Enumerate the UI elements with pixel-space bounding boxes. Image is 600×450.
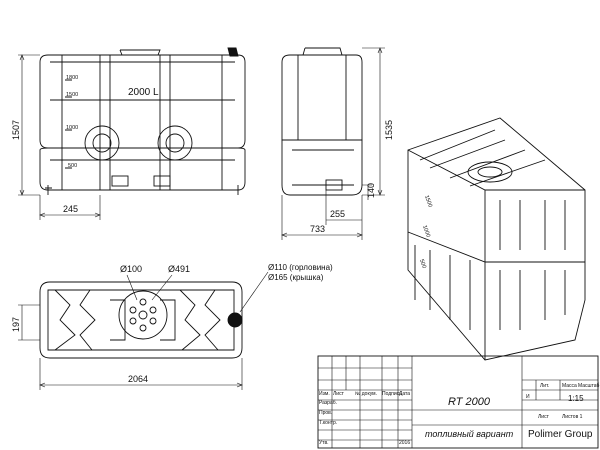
side-height-dim: 1535 (384, 120, 394, 140)
tb-scale: 1:15 (568, 394, 584, 403)
tb-label-list: Лист (333, 391, 345, 397)
front-height-dim: 1507 (11, 120, 21, 140)
iso-level-marks: 1500 1000 500 (418, 195, 433, 270)
side-outlet-height-dim: 140 (366, 183, 376, 198)
tb-label-docnum: № докум. (355, 391, 377, 397)
side-offset-dim: 255 (330, 209, 345, 219)
front-dimensions (18, 54, 101, 220)
tb-label-signature: Подпись (382, 391, 402, 397)
tb-sheets-label: Листов 1 (562, 414, 583, 420)
tb-header-mass: Масса (562, 383, 577, 389)
tb-header-lit: Лит. (540, 383, 549, 389)
top-lid-note: Ø165 (крышка) (268, 273, 324, 282)
top-neck-large-dim: Ø491 (168, 264, 190, 274)
tb-staff-developer: Разраб. (319, 400, 337, 406)
tb-company: Polimer Group (528, 429, 593, 440)
front-offset-dim: 245 (63, 204, 78, 214)
tb-staff-approved: Утв. (319, 440, 329, 446)
isometric-view (407, 117, 586, 361)
iso-level-1000: 1000 (421, 225, 431, 239)
tb-staff-tcontrol: Т.контр. (319, 420, 337, 426)
front-level-500: 500 (68, 163, 77, 169)
tb-variant: топливный вариант (425, 429, 514, 439)
title-block-text: Изм. Лист № докум. Подпись Дата Разраб. … (319, 383, 600, 446)
tb-model: RT 2000 (448, 396, 491, 408)
side-dimensions (281, 47, 385, 240)
iso-level-1500: 1500 (423, 195, 433, 209)
capacity-label: 2000 L (128, 87, 159, 98)
iso-level-500: 500 (418, 259, 427, 270)
top-neck-note: Ø110 (горловина) (268, 263, 333, 272)
front-level-marks: 1800 1500 1000 500 (66, 75, 78, 169)
title-block (317, 355, 599, 449)
tb-sheet-label: Лист (538, 414, 550, 420)
side-width-dim: 733 (310, 224, 325, 234)
top-view (39, 281, 243, 359)
tb-year: 2016 (399, 440, 410, 446)
front-view (39, 47, 246, 195)
tb-header-scale: Масштаб (578, 383, 600, 389)
tb-label-date: Дата (399, 391, 410, 397)
tb-letter: И (526, 394, 530, 400)
tb-staff-checker: Пров. (319, 410, 332, 416)
top-length-dim: 2064 (128, 374, 148, 384)
top-neck-small-dim: Ø100 (120, 264, 142, 274)
side-view (281, 47, 363, 196)
front-level-1500: 1500 (66, 92, 78, 98)
tb-label-izm: Изм. (319, 391, 330, 397)
top-dimensions (18, 271, 269, 390)
top-width-dim: 197 (11, 317, 21, 332)
front-level-1800: 1800 (66, 75, 78, 81)
front-level-1000: 1000 (66, 125, 78, 131)
